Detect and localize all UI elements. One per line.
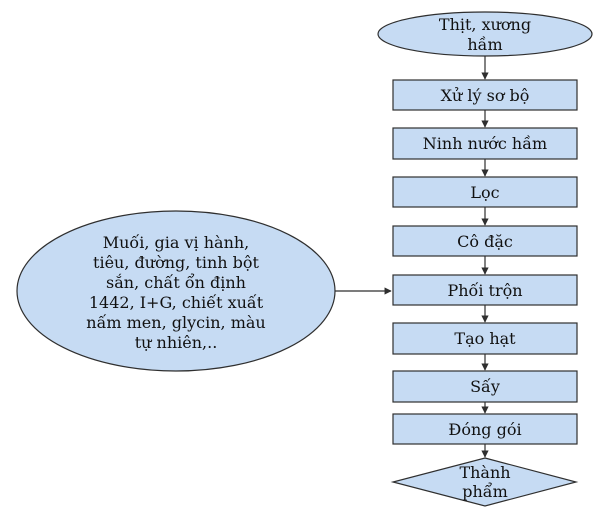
end-diamond: [390, 457, 579, 507]
end-label-line-2: phẩm: [462, 482, 508, 501]
process-step-3: Lọc: [392, 176, 578, 208]
step-box: [392, 413, 578, 445]
ingredients-line-4: 1442, I+G, chiết xuất: [89, 293, 264, 312]
ingredients-ellipse: [16, 210, 336, 372]
start-label-line-1: Thịt, xương: [439, 15, 531, 34]
start-node: Thịt, xương hầm: [377, 11, 593, 57]
step-label: Sấy: [470, 377, 500, 396]
step-box: [392, 274, 578, 306]
step-label: Tạo hạt: [454, 329, 516, 348]
step-box: [392, 370, 578, 403]
ingredients-line-1: Muối, gia vị hành,: [103, 233, 250, 252]
step-label: Lọc: [470, 183, 499, 202]
process-step-6: Tạo hạt: [392, 322, 578, 355]
process-step-8: Đóng gói: [392, 413, 578, 445]
process-step-7: Sấy: [392, 370, 578, 403]
step-label: Ninh nước hầm: [423, 134, 547, 153]
start-ellipse: [377, 11, 593, 57]
step-label: Đóng gói: [448, 420, 521, 439]
ingredients-input-node: Muối, gia vị hành, tiêu, đường, tinh bột…: [16, 210, 336, 372]
step-label: Phối trộn: [447, 281, 522, 300]
connectors: [335, 56, 489, 458]
step-label: Xử lý sơ bộ: [441, 86, 530, 105]
step-label: Cô đặc: [457, 232, 513, 251]
process-step-1: Xử lý sơ bộ: [392, 79, 578, 111]
end-node: Thành phẩm: [390, 457, 579, 507]
ingredients-line-6: tự nhiên,..: [135, 333, 218, 352]
end-label-line-1: Thành: [459, 463, 510, 482]
process-step-2: Ninh nước hầm: [392, 127, 578, 160]
step-box: [392, 127, 578, 160]
step-box: [392, 322, 578, 355]
step-box: [392, 79, 578, 111]
step-box: [392, 225, 578, 257]
ingredients-line-3: sắn, chất ổn định: [106, 273, 246, 292]
start-label-line-2: hầm: [467, 35, 502, 54]
ingredients-line-5: nấm men, glycin, màu: [86, 313, 265, 332]
process-step-4: Cô đặc: [392, 225, 578, 257]
process-step-5: Phối trộn: [392, 274, 578, 306]
step-box: [392, 176, 578, 208]
ingredients-line-2: tiêu, đường, tinh bột: [93, 253, 260, 272]
